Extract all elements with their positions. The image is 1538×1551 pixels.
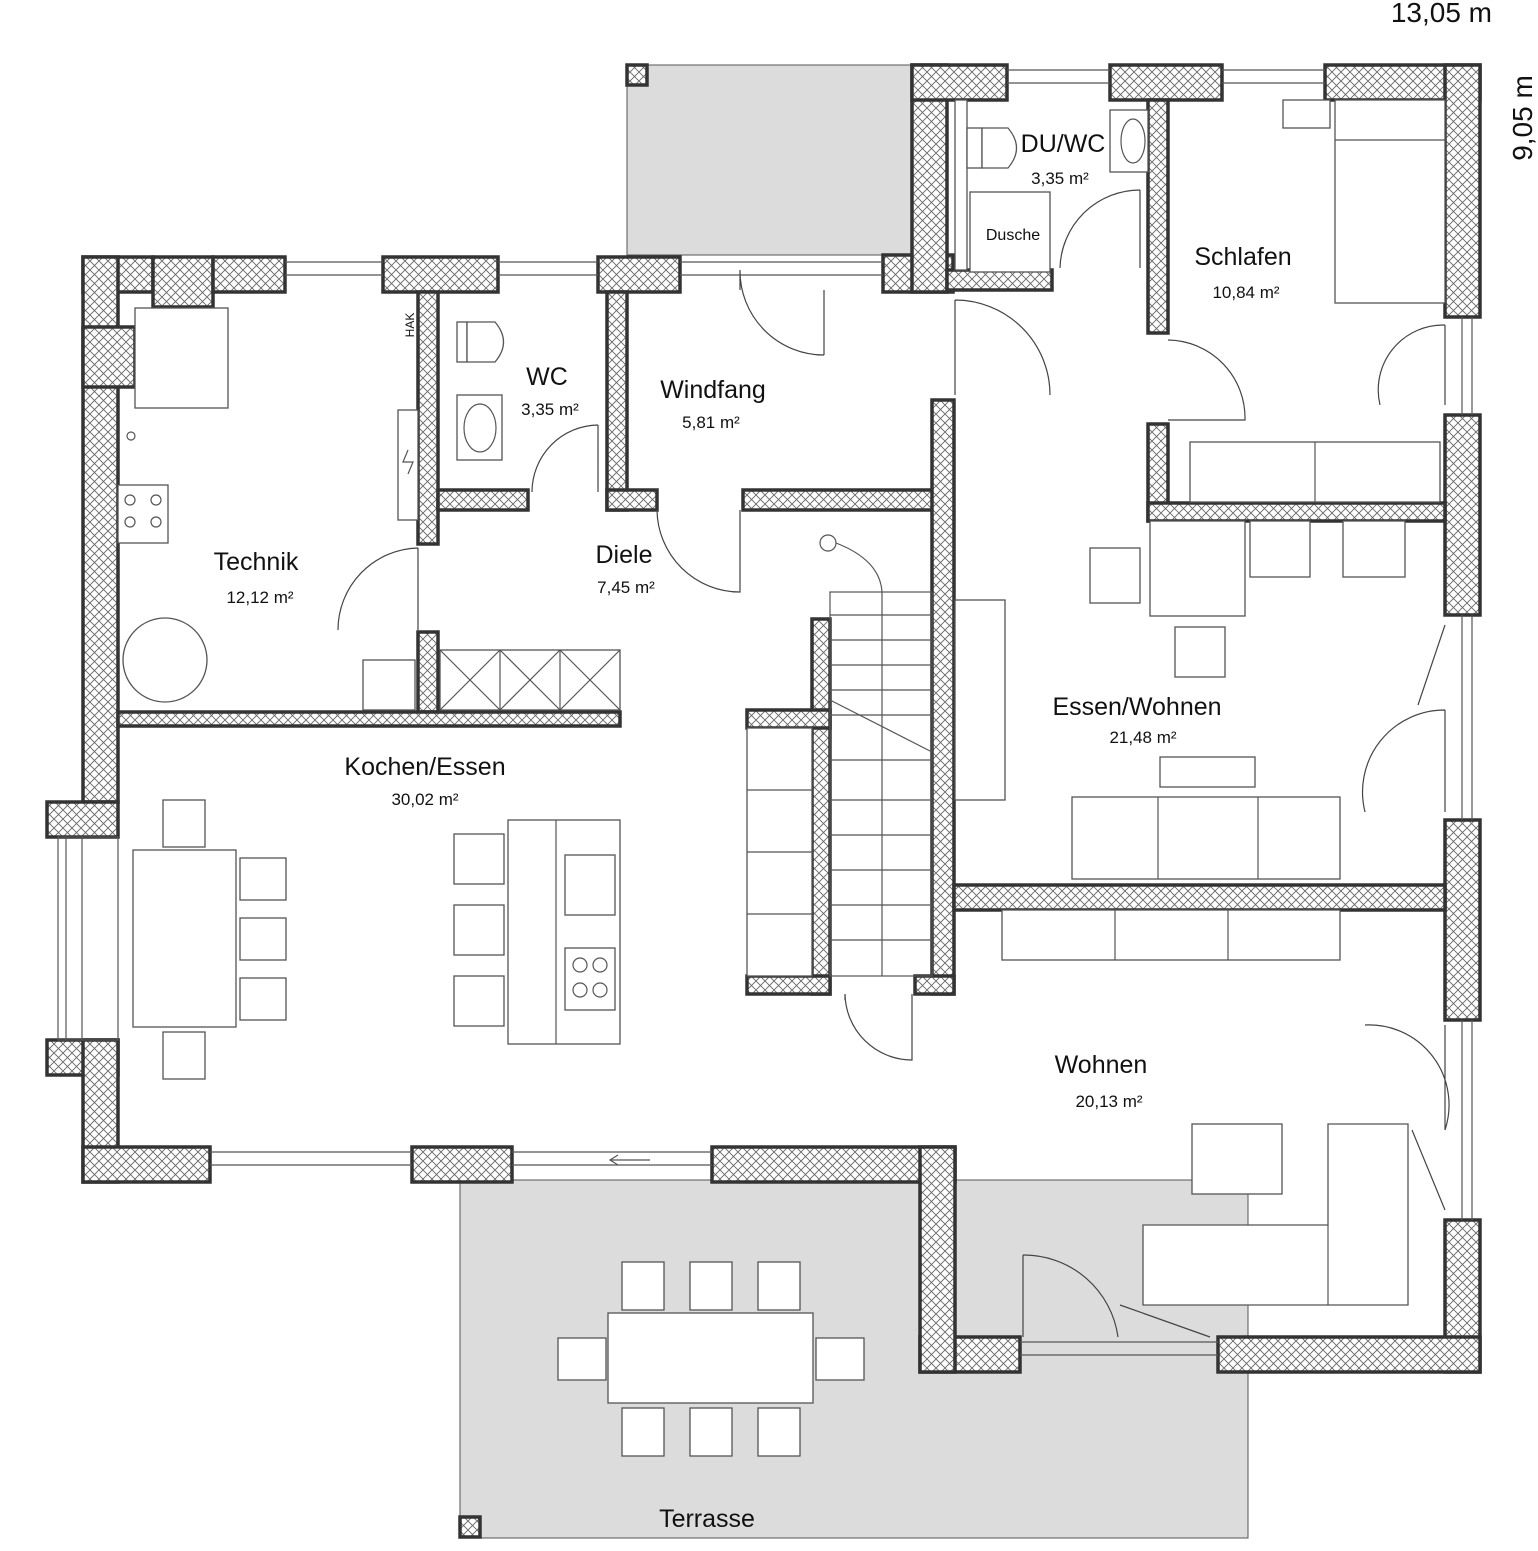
room-area-diele: 7,45 m² (597, 578, 655, 597)
room-name-wohnen: Wohnen (1055, 1051, 1148, 1079)
room-name-kochen-essen: Kochen/Essen (344, 753, 505, 781)
room-name-windfang: Windfang (660, 376, 766, 404)
room-area-essen-wohnen: 21,48 m² (1109, 728, 1176, 747)
room-area-wohnen: 20,13 m² (1075, 1092, 1142, 1111)
room-name-diele: Diele (596, 541, 653, 569)
room-name-essen-wohnen: Essen/Wohnen (1052, 693, 1221, 721)
room-area-du-wc: 3,35 m² (1031, 169, 1089, 188)
top-terrace-post (625, 63, 649, 87)
shower-label: Dusche (986, 227, 1040, 244)
room-area-technik: 12,12 m² (226, 588, 293, 607)
room-name-du-wc: DU/WC (1021, 130, 1106, 158)
doors (337, 189, 1450, 1338)
terrace-post (458, 1515, 482, 1539)
staircase (819, 534, 933, 977)
room-name-technik: Technik (214, 548, 299, 576)
top-terrace-area (626, 64, 916, 256)
furniture (117, 99, 1446, 1457)
room-area-schlafen: 10,84 m² (1212, 283, 1279, 302)
hak-label: HAK (403, 313, 417, 338)
width-dimension: 13,05 m (1391, 0, 1492, 28)
room-area-wc: 3,35 m² (521, 400, 579, 419)
windows (57, 69, 1473, 1356)
room-area-kochen-essen: 30,02 m² (391, 790, 458, 809)
room-name-wc: WC (526, 363, 568, 391)
walls (45, 63, 1482, 1374)
room-name-terrasse: Terrasse (659, 1505, 755, 1533)
depth-dimension: 9,05 m (1507, 75, 1538, 161)
room-area-windfang: 5,81 m² (682, 413, 740, 432)
room-name-schlafen: Schlafen (1194, 243, 1291, 271)
